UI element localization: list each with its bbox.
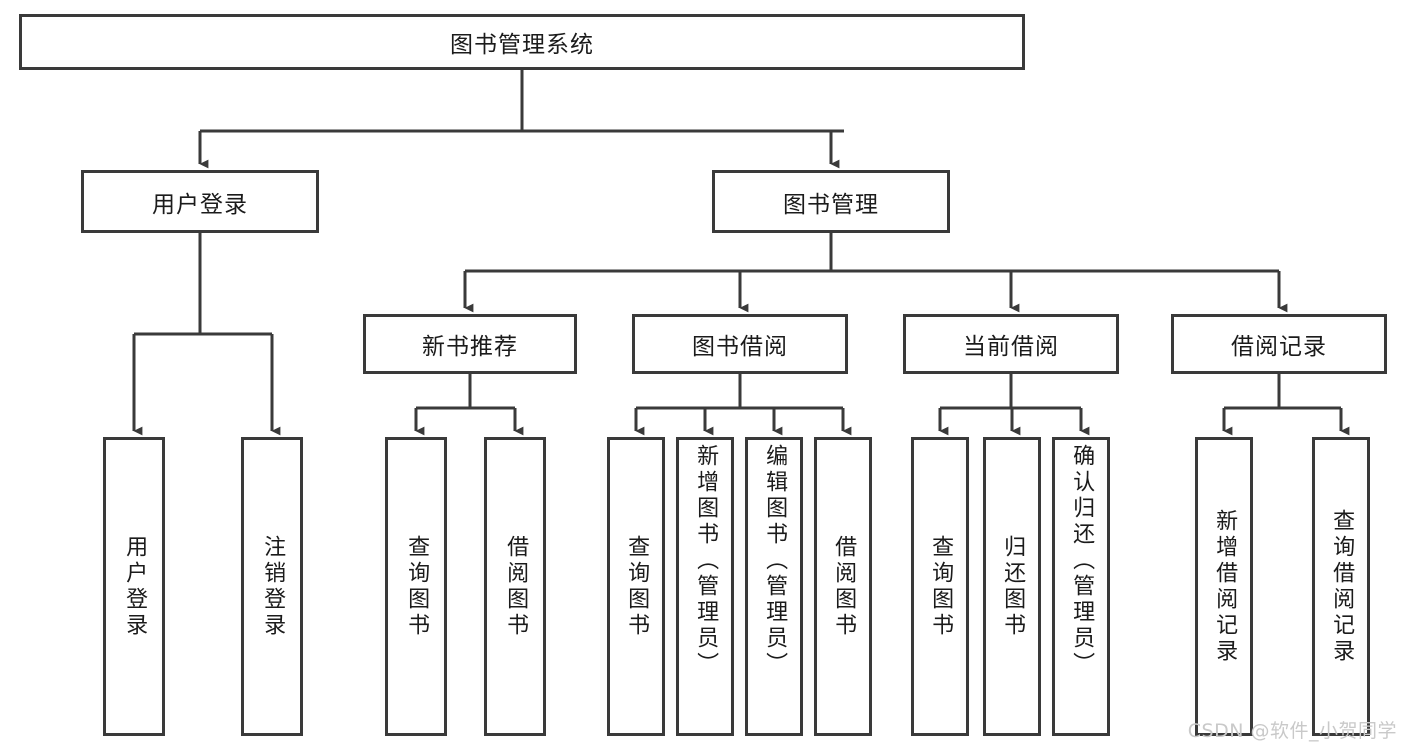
node-book-borrow[interactable]: 图书借阅 xyxy=(632,314,848,374)
node-leaf-user-login-label: 用户登录 xyxy=(122,534,148,639)
node-leaf-query-book-3[interactable]: 查询图书 xyxy=(911,437,969,736)
node-leaf-borrow-book-2-label: 借阅图书 xyxy=(831,534,857,639)
node-leaf-query-book-1[interactable]: 查询图书 xyxy=(385,437,447,736)
node-leaf-add-borrow-record-label: 新增借阅记录 xyxy=(1212,508,1238,665)
node-leaf-edit-book-admin[interactable]: 编辑图书（管理员） xyxy=(745,437,803,736)
node-leaf-user-login[interactable]: 用户登录 xyxy=(103,437,165,736)
node-leaf-confirm-return[interactable]: 确认归还（管理员） xyxy=(1052,437,1110,736)
node-leaf-add-borrow-record[interactable]: 新增借阅记录 xyxy=(1195,437,1253,736)
node-leaf-query-book-1-label: 查询图书 xyxy=(404,534,430,639)
node-root[interactable]: 图书管理系统 xyxy=(19,14,1025,70)
node-leaf-add-book-admin-label: 新增图书（管理员） xyxy=(693,444,719,678)
csdn-watermark: CSDN @软件_小贺同学 xyxy=(1187,720,1397,742)
node-book-borrow-label: 图书借阅 xyxy=(692,334,788,360)
node-leaf-logout-label: 注销登录 xyxy=(260,534,286,639)
node-borrow-record[interactable]: 借阅记录 xyxy=(1171,314,1387,374)
node-leaf-query-borrow-record[interactable]: 查询借阅记录 xyxy=(1312,437,1370,736)
node-current-borrow[interactable]: 当前借阅 xyxy=(903,314,1119,374)
node-book-management[interactable]: 图书管理 xyxy=(712,170,950,233)
node-leaf-edit-book-admin-label: 编辑图书（管理员） xyxy=(762,444,788,678)
node-borrow-record-label: 借阅记录 xyxy=(1231,334,1327,360)
node-new-book-recommend[interactable]: 新书推荐 xyxy=(363,314,577,374)
node-current-borrow-label: 当前借阅 xyxy=(963,334,1059,360)
node-leaf-add-book-admin[interactable]: 新增图书（管理员） xyxy=(676,437,734,736)
node-root-label: 图书管理系统 xyxy=(450,32,594,58)
node-leaf-query-borrow-record-label: 查询借阅记录 xyxy=(1329,508,1355,665)
node-leaf-borrow-book-1-label: 借阅图书 xyxy=(503,534,529,639)
node-leaf-logout[interactable]: 注销登录 xyxy=(241,437,303,736)
node-leaf-confirm-return-label: 确认归还（管理员） xyxy=(1069,444,1095,678)
node-leaf-query-book-2-label: 查询图书 xyxy=(624,534,650,639)
node-leaf-borrow-book-2[interactable]: 借阅图书 xyxy=(814,437,872,736)
node-leaf-query-book-2[interactable]: 查询图书 xyxy=(607,437,665,736)
node-book-management-label: 图书管理 xyxy=(783,191,879,218)
node-user-login[interactable]: 用户登录 xyxy=(81,170,319,233)
node-user-login-label: 用户登录 xyxy=(152,191,248,218)
node-leaf-borrow-book-1[interactable]: 借阅图书 xyxy=(484,437,546,736)
node-leaf-return-book-label: 归还图书 xyxy=(1000,534,1026,639)
node-new-book-recommend-label: 新书推荐 xyxy=(422,334,518,360)
node-leaf-query-book-3-label: 查询图书 xyxy=(928,534,954,639)
node-leaf-return-book[interactable]: 归还图书 xyxy=(983,437,1041,736)
